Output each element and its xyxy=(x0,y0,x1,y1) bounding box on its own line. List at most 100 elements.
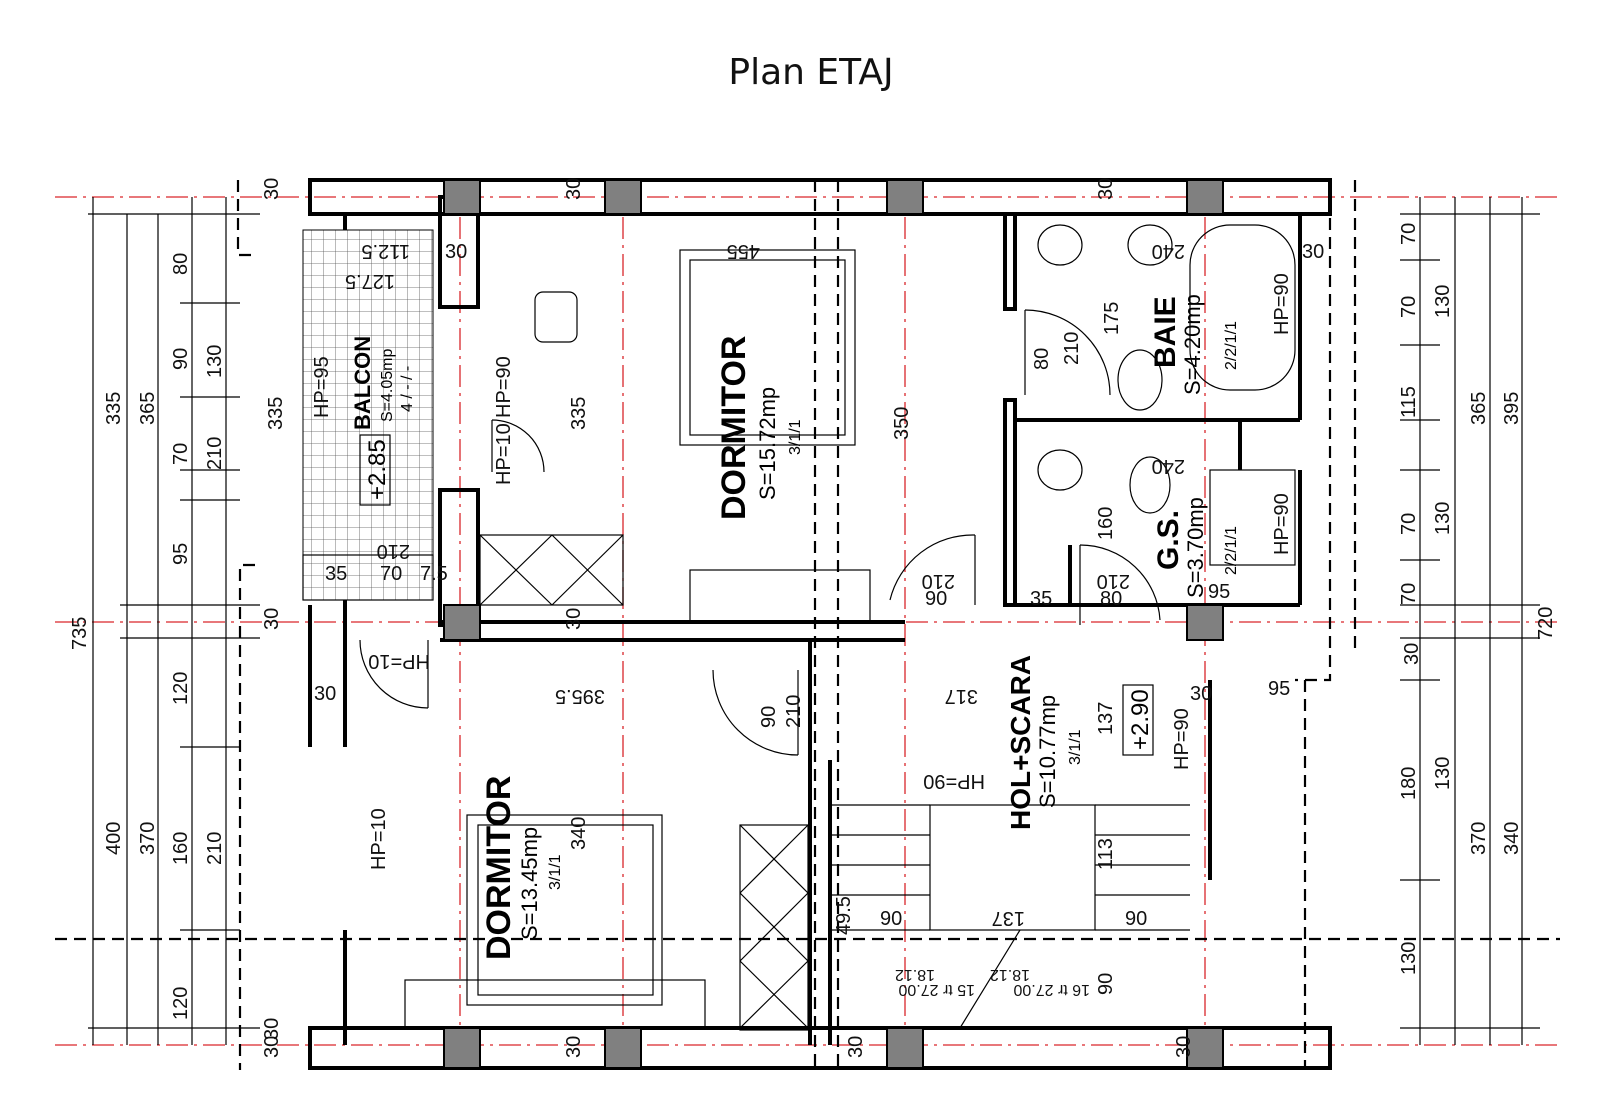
dim-label: 400 xyxy=(103,822,125,855)
dim-label: 210 xyxy=(377,540,410,562)
dim-label: 455 xyxy=(727,240,760,262)
dim-label: 30 xyxy=(261,178,283,200)
dim-label: 16 tr 27.00 xyxy=(1013,981,1090,998)
dim-label: 113 xyxy=(1095,838,1117,870)
dim-label: 130 xyxy=(1432,757,1454,790)
sill-label: HP=10 xyxy=(368,808,390,870)
room-dormitor-top: DORMITOR S=15.72mp 3/1/1 xyxy=(715,336,804,520)
sill-label: HP=90 xyxy=(923,770,985,792)
dim-label: 30 xyxy=(1190,683,1212,705)
level-hol: +2.90 xyxy=(1127,689,1154,750)
dim-label: 370 xyxy=(1468,822,1490,855)
dim-label: 127.5 xyxy=(345,270,395,292)
dim-label: 130 xyxy=(1432,502,1454,535)
plan-title: Plan ETAJ xyxy=(728,52,894,93)
level-balcon: +2.85 xyxy=(364,439,391,500)
dim-label: 90 xyxy=(880,908,902,930)
sill-label: HP=10 xyxy=(368,650,430,672)
room-name: DORMITOR xyxy=(480,776,518,960)
room-name: BALCON xyxy=(350,336,375,430)
room-area: S=4.20mp xyxy=(1180,294,1205,395)
dim-label: 30 xyxy=(445,241,467,263)
dim-label: 15 tr 27.00 xyxy=(898,981,975,998)
dim-label: 80 xyxy=(1031,348,1053,370)
room-balcon: BALCON S=4.05mp 4 / - / - xyxy=(350,336,416,430)
dim-label: 335 xyxy=(103,392,125,425)
room-code: 2/2/1/1 xyxy=(1223,526,1240,575)
dim-label: 90 xyxy=(1095,973,1117,995)
room-baie: BAIE S=4.20mp 2/2/1/1 xyxy=(1149,294,1240,395)
dim-label: 90 xyxy=(758,706,780,728)
right-dimension-labels: 70 70 130 115 70 130 70 180 130 130 365 … xyxy=(1398,223,1557,975)
dim-label: 720 xyxy=(1535,607,1557,640)
sill-label: HP=10 xyxy=(493,423,515,485)
dim-label: 90 xyxy=(170,348,192,370)
dim-label: 130 xyxy=(204,345,226,378)
sill-label: HP=90 xyxy=(1271,273,1293,335)
dim-label: 365 xyxy=(1468,392,1490,425)
room-hol: HOL+SCARA S=10.77mp 3/1/1 xyxy=(1005,655,1084,830)
room-area: S=10.77mp xyxy=(1035,695,1060,808)
dim-label: 120 xyxy=(170,672,192,705)
sill-label: HP=95 xyxy=(311,356,333,418)
dim-label: 90 xyxy=(925,588,947,610)
dim-label: 340 xyxy=(1501,822,1523,855)
dim-label: 30 xyxy=(314,683,336,705)
dim-label: 137 xyxy=(1095,702,1117,735)
dim-label: 210 xyxy=(783,695,805,728)
dim-label: 210 xyxy=(1097,570,1130,592)
dimension-lines-right xyxy=(1400,197,1540,1045)
dim-label: 95 xyxy=(170,543,192,565)
dim-label: 335 xyxy=(265,397,287,430)
dim-label: 70 xyxy=(1398,583,1420,605)
sill-label: HP=90 xyxy=(1271,493,1293,555)
dimension-lines-left xyxy=(88,197,260,1045)
dim-label: 210 xyxy=(1061,332,1083,365)
dim-label: 30 xyxy=(563,178,585,200)
dim-label: 30 xyxy=(1302,241,1324,263)
door-swings xyxy=(359,309,1161,756)
furniture xyxy=(404,224,1296,1031)
dim-label: 137 xyxy=(992,907,1025,929)
room-code: 3/1/1 xyxy=(787,419,804,455)
dim-label: 240 xyxy=(1152,240,1185,262)
wall-thickness-labels: 30 30 30 30 30 30 30 30 30 30 30 30 30 3… xyxy=(261,178,1423,1058)
dim-label: 95 xyxy=(1208,581,1230,603)
dim-label: 18.12 xyxy=(990,966,1030,983)
dim-label: 160 xyxy=(1095,507,1117,540)
dim-label: 240 xyxy=(1152,455,1185,477)
sill-height-labels: HP=95 HP=90 HP=10 HP=10 HP=10 HP=90 HP=9… xyxy=(311,273,1293,870)
dim-label: 70 xyxy=(1398,223,1420,245)
dim-label: 350 xyxy=(891,407,913,440)
dim-label: 130 xyxy=(1432,285,1454,318)
dim-label: 30 xyxy=(261,1018,283,1040)
dim-label: 317 xyxy=(945,685,978,707)
dim-label: 175 xyxy=(1101,302,1123,335)
dim-label: 370 xyxy=(137,822,159,855)
room-name: DORMITOR xyxy=(715,336,753,520)
dim-label: 70 xyxy=(1398,513,1420,535)
room-area: S=4.05mp xyxy=(379,349,396,422)
room-area: S=13.45mp xyxy=(517,827,542,940)
outer-walls xyxy=(308,178,1332,1070)
dim-label: 210 xyxy=(922,570,955,592)
dim-label: 210 xyxy=(204,437,226,470)
dim-label: 90 xyxy=(1125,908,1147,930)
dim-label: 30 xyxy=(261,1036,283,1058)
dim-label: 365 xyxy=(137,392,159,425)
dim-label: 395.5 xyxy=(555,685,605,707)
dim-label: 35 xyxy=(325,563,347,585)
dim-label: 335 xyxy=(568,397,590,430)
dim-label: 395 xyxy=(1501,392,1523,425)
dim-label: 120 xyxy=(170,987,192,1020)
dim-label: 30 xyxy=(261,608,283,630)
dim-label: 30 xyxy=(1173,1036,1195,1058)
stairs xyxy=(830,804,1190,1029)
dim-label: 95 xyxy=(1268,678,1290,700)
room-gs: G.S. S=3.70mp 2/2/1/1 xyxy=(1152,497,1240,598)
dim-label: 115 xyxy=(1398,386,1420,418)
dim-label: 340 xyxy=(568,817,590,850)
columns xyxy=(443,179,1224,1069)
room-name: BAIE xyxy=(1149,296,1182,368)
